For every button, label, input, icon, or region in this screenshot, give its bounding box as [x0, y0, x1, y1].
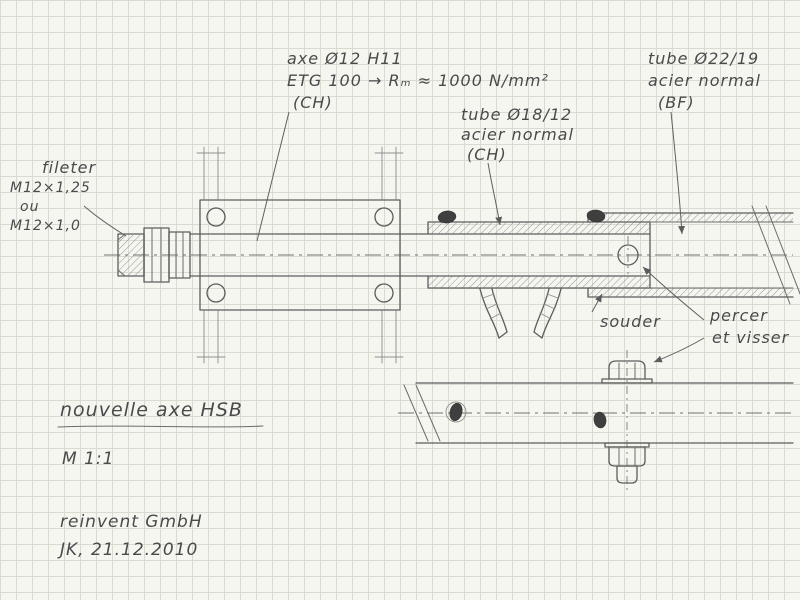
bolt-hole	[206, 207, 226, 227]
label-fileter-line4: M12×1,0	[10, 218, 81, 234]
bolt-hole	[206, 283, 226, 303]
hex-collar	[168, 231, 191, 279]
label-axe-line1: axe Ø12 H11	[287, 49, 403, 68]
drawing-title: nouvelle axe HSB	[60, 399, 243, 421]
washer	[601, 378, 653, 384]
leader-fileter	[83, 205, 127, 237]
bolt-hole	[374, 283, 394, 303]
leader-souder	[591, 293, 603, 313]
break-lines	[751, 205, 800, 305]
label-axe-line3: (CH)	[293, 93, 333, 112]
main-assembly-view	[104, 146, 800, 364]
label-fileter-line3: ou	[20, 199, 39, 215]
bolt-head	[601, 360, 653, 384]
label-fileter-line2: M12×1,25	[10, 180, 91, 196]
leader-tube-22-19	[670, 111, 686, 235]
label-axe-line2: ETG 100 → Rₘ ≈ 1000 N/mm²	[287, 71, 549, 90]
title-block: nouvelle axe HSB M 1:1 reinvent GmbH JK,…	[57, 399, 264, 560]
weld-spot	[449, 402, 463, 422]
label-souder: souder	[600, 312, 661, 331]
leader-tube-18-12	[487, 162, 503, 226]
mounting-block	[196, 146, 404, 364]
title-underline	[57, 425, 264, 428]
label-fileter-line1: fileter	[42, 158, 96, 177]
leader-percer-hole	[642, 266, 705, 321]
leader-axe	[256, 111, 290, 242]
label-tube-18-12-line2: acier normal	[461, 125, 574, 144]
lower-detail-view	[398, 350, 794, 492]
extension-lines	[203, 146, 397, 364]
label-tube-22-19-line2: acier normal	[648, 71, 761, 90]
lower-nut	[604, 442, 650, 484]
break-lines	[403, 384, 441, 442]
label-percer-line1: percer	[709, 306, 768, 325]
drawing-scale: M 1:1	[62, 449, 114, 469]
label-tube-18-12-line1: tube Ø18/12	[461, 105, 572, 124]
label-tube-22-19-line1: tube Ø22/19	[648, 49, 759, 68]
label-tube-22-19-line3: (BF)	[658, 93, 695, 112]
threaded-end	[117, 227, 191, 283]
drill-hole	[617, 244, 639, 266]
bolt-hole	[374, 207, 394, 227]
flange-funnel	[479, 288, 562, 339]
leader-lines	[83, 111, 705, 363]
outer-tube-22-19	[587, 205, 800, 305]
author-date: JK, 21.12.2010	[57, 540, 198, 560]
plug-weld-outline	[445, 401, 467, 423]
inner-tube-18-12	[427, 221, 651, 289]
stud-end	[616, 465, 638, 484]
weld-spot	[593, 411, 607, 429]
leader-percer-bolt	[653, 337, 705, 363]
weld-spot	[437, 210, 457, 224]
annotations: axe Ø12 H11 ETG 100 → Rₘ ≈ 1000 N/mm² (C…	[10, 49, 790, 347]
weld-spot	[586, 209, 606, 223]
label-percer-line2: et visser	[712, 328, 790, 347]
label-tube-18-12-line3: (CH)	[467, 145, 507, 164]
company-name: reinvent GmbH	[60, 512, 203, 532]
